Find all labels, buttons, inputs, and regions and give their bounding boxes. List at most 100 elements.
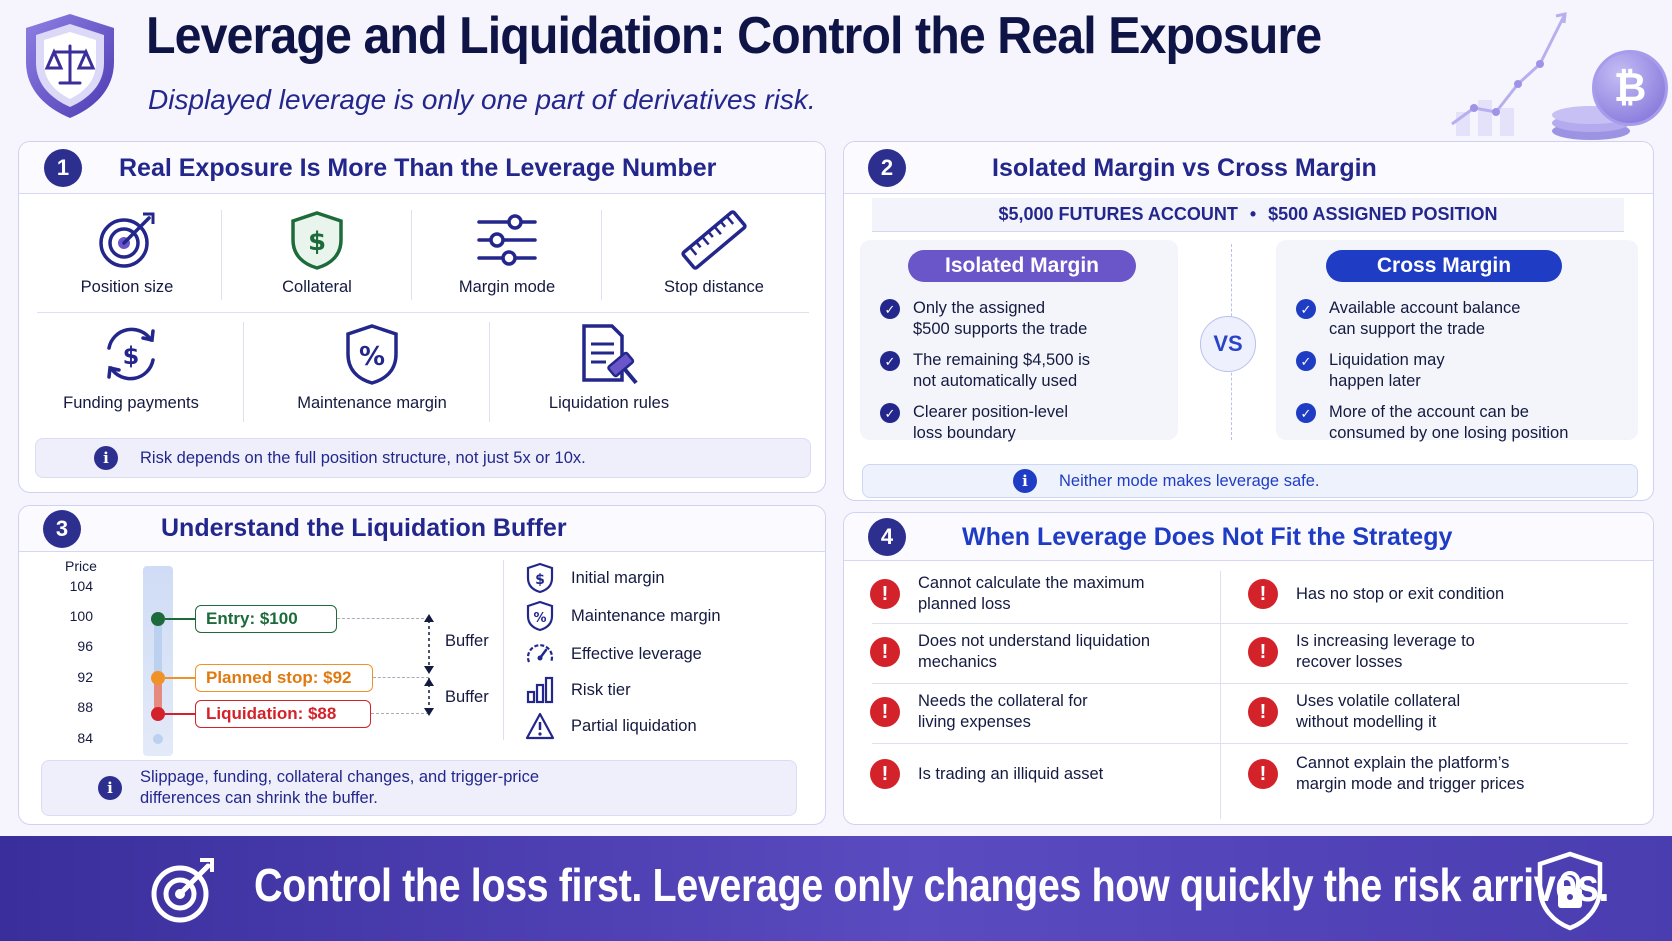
- point-line: The remaining $4,500 is: [913, 351, 1091, 369]
- divider: [601, 210, 602, 300]
- legend-label: Maintenance margin: [571, 606, 721, 625]
- section-title: Understand the Liquidation Buffer: [161, 514, 567, 542]
- svg-text:$: $: [535, 572, 545, 588]
- gauge-icon: [526, 644, 554, 663]
- isolated-margin-label: Isolated Margin: [908, 250, 1136, 282]
- exposure-item-stop-distance: Stop distance: [619, 210, 809, 297]
- scales-shield-icon: [26, 14, 114, 118]
- section-title: When Leverage Does Not Fit the Strategy: [962, 523, 1453, 551]
- page-title: Leverage and Liquidation: Control the Re…: [146, 7, 1322, 65]
- exposure-item-position-size: Position size: [37, 210, 217, 297]
- section-number: 4: [868, 518, 906, 556]
- entry-guide: [337, 618, 429, 619]
- point-line: consumed by one losing position: [1329, 424, 1569, 442]
- section-header: 4 When Leverage Does Not Fit the Strateg…: [844, 513, 1653, 561]
- bitcoin-symbol: ₿: [1613, 65, 1647, 110]
- cross-margin-card: Cross Margin ✓ Available account balance…: [1276, 240, 1638, 442]
- percent-shield-icon: %: [346, 324, 398, 385]
- exposure-item-maintenance-margin: % Maintenance margin: [267, 322, 477, 413]
- item-label: Position size: [80, 278, 174, 296]
- exposure-item-funding-payments: $ Funding payments: [41, 322, 221, 413]
- item-label: Liquidation rules: [548, 394, 670, 412]
- warning-line: Uses volatile collateral: [1296, 692, 1461, 710]
- price-tick: 84: [77, 730, 93, 746]
- section-real-exposure: 1 Real Exposure Is More Than the Leverag…: [18, 141, 826, 493]
- item-label: Maintenance margin: [297, 394, 447, 412]
- item-label: Margin mode: [458, 278, 556, 296]
- item-label: Funding payments: [63, 394, 199, 412]
- svg-text:$: $: [308, 227, 326, 257]
- check-icon: ✓: [1296, 351, 1316, 371]
- exclamation-icon: !: [870, 637, 900, 667]
- section-liquidation-buffer: 3 Understand the Liquidation Buffer Pric…: [18, 505, 826, 825]
- footer-text: Control the loss first. Leverage only ch…: [254, 859, 1609, 911]
- warning-line: mechanics: [918, 653, 997, 671]
- divider: [1220, 571, 1221, 819]
- legend-risk-tier: Risk tier: [525, 674, 631, 706]
- section-title: Real Exposure Is More Than the Leverage …: [119, 154, 717, 182]
- stop-to-liquidation-segment: [154, 678, 162, 714]
- isolated-margin-card: Isolated Margin ✓ Only the assigned$500 …: [860, 240, 1178, 442]
- entry-callout: Entry: $100: [195, 605, 337, 633]
- legend-initial-margin: $ Initial margin: [525, 562, 665, 594]
- section-leverage-fit: 4 When Leverage Does Not Fit the Strateg…: [843, 512, 1654, 825]
- buffer-label: Buffer: [445, 632, 489, 650]
- section-header: 2 Isolated Margin vs Cross Margin: [844, 142, 1653, 194]
- warning-triangle-icon: [525, 712, 555, 740]
- lock-shield-icon: [1537, 851, 1603, 931]
- header-shield-logo: [20, 10, 120, 122]
- info-text-line: differences can shrink the buffer.: [140, 789, 378, 807]
- cross-point: ✓ Available account balance can support t…: [1296, 298, 1520, 340]
- divider: [872, 623, 1628, 624]
- liquidation-callout: Liquidation: $88: [195, 700, 371, 728]
- section-isolated-vs-cross: 2 Isolated Margin vs Cross Margin $5,000…: [843, 141, 1654, 501]
- check-icon: ✓: [880, 299, 900, 319]
- info-icon: i: [1013, 469, 1037, 493]
- point-line: Clearer position-level: [913, 403, 1068, 421]
- stop-marker: [151, 671, 165, 685]
- point-line: Available account balance: [1329, 299, 1521, 317]
- point-line: Only the assigned: [913, 299, 1046, 317]
- stop-connector: [165, 677, 195, 679]
- point-line: Liquidation may: [1329, 351, 1445, 369]
- warning-line: living expenses: [918, 713, 1031, 731]
- banner-separator: •: [1249, 204, 1257, 224]
- stop-callout: Planned stop: $92: [195, 664, 373, 692]
- price-tick: 104: [69, 578, 93, 594]
- divider: [872, 683, 1628, 684]
- point-line: More of the account can be: [1329, 403, 1529, 421]
- target-icon: [151, 858, 214, 923]
- price-axis-label: Price: [65, 558, 97, 574]
- info-text: Risk depends on the full position struct…: [140, 448, 586, 467]
- bar-chart-icon: [526, 676, 554, 704]
- entry-connector: [165, 618, 195, 620]
- section-header: 1 Real Exposure Is More Than the Leverag…: [19, 142, 825, 194]
- footer-banner: Control the loss first. Leverage only ch…: [0, 836, 1672, 941]
- divider: [489, 322, 490, 422]
- check-icon: ✓: [880, 403, 900, 423]
- cross-point: ✓ Liquidation may happen later: [1296, 350, 1445, 392]
- point-line: happen later: [1329, 372, 1421, 390]
- check-icon: ✓: [1296, 299, 1316, 319]
- entry-to-stop-segment: [154, 618, 162, 678]
- divider: [221, 210, 222, 300]
- info-icon: i: [98, 776, 122, 800]
- bar-bottom-marker: [153, 734, 163, 744]
- isolated-point: ✓ Only the assigned$500 supports the tra…: [880, 298, 1087, 340]
- point-line: can support the trade: [1329, 320, 1485, 338]
- warning-item: ! Is trading an illiquid asset: [870, 751, 1103, 797]
- svg-text:%: %: [359, 342, 385, 372]
- legend-label: Effective leverage: [571, 644, 702, 663]
- exposure-item-liquidation-rules: Liquidation rules: [509, 322, 709, 413]
- warning-line: Has no stop or exit condition: [1296, 584, 1505, 603]
- liquidation-connector: [165, 713, 195, 715]
- section-header: 3 Understand the Liquidation Buffer: [19, 506, 825, 552]
- divider: [243, 322, 244, 422]
